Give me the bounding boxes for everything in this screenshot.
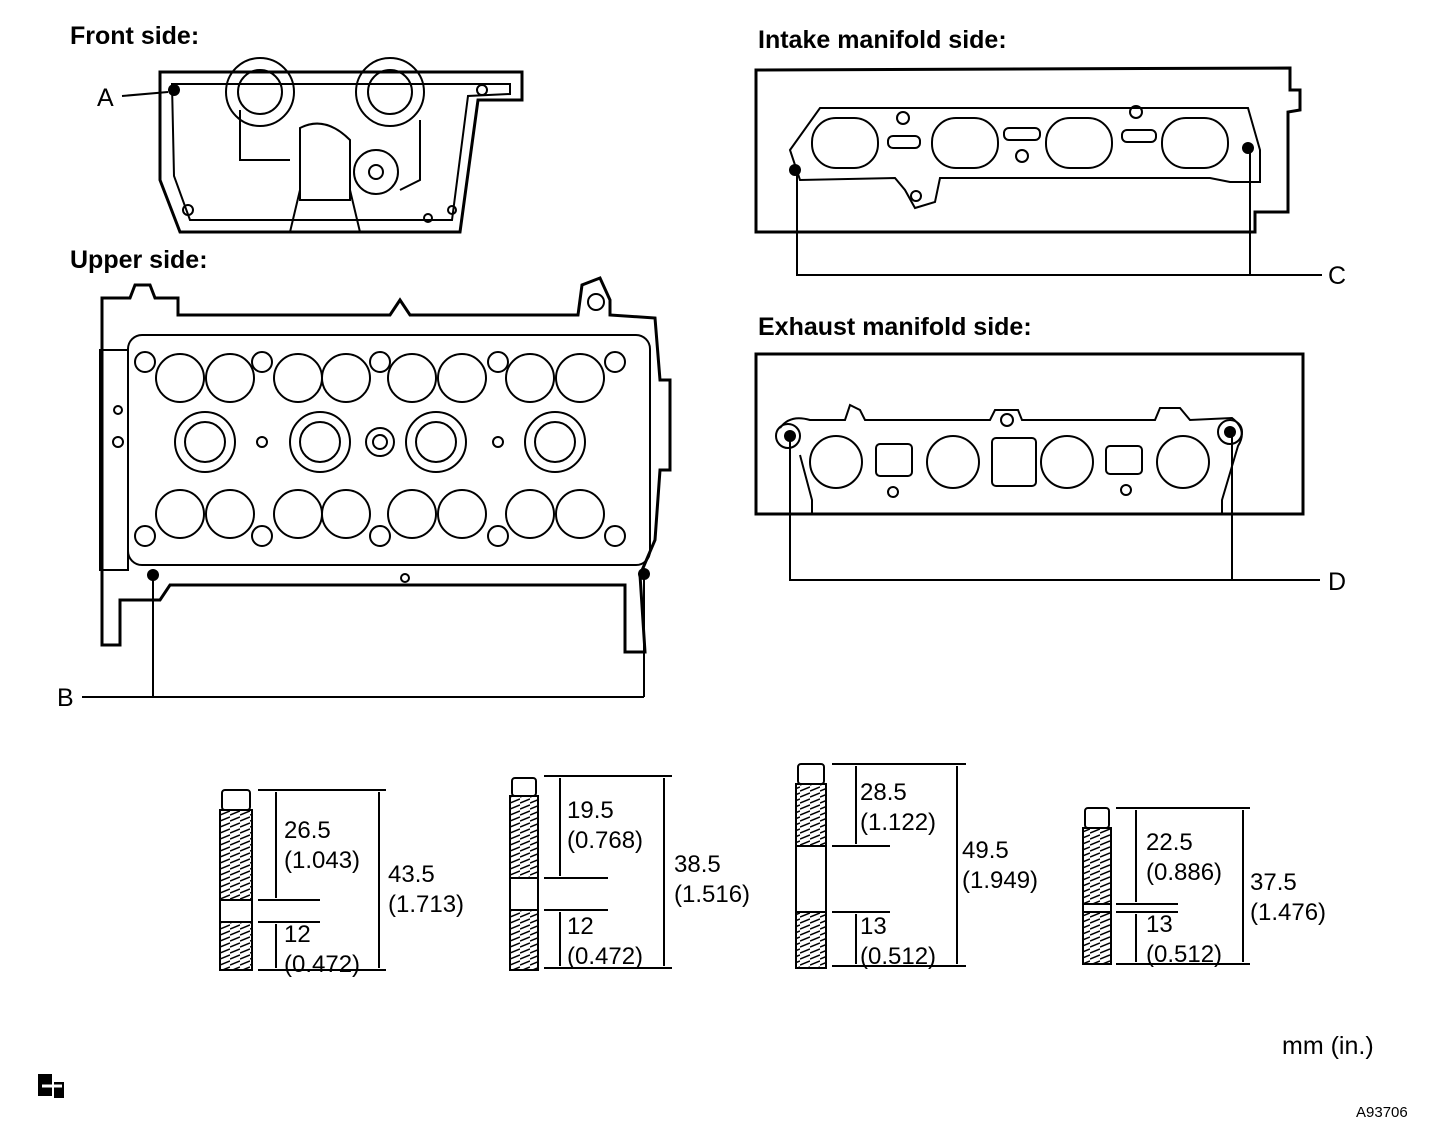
front-side-view: [121, 57, 524, 234]
stud-bolt-4: [1082, 807, 1250, 965]
front-side-heading: Front side:: [70, 22, 200, 50]
figure-code: A93706: [1356, 1104, 1408, 1121]
stud-bolt-1: [219, 789, 386, 971]
stud2-upper-dim: 19.5(0.768): [567, 797, 644, 854]
stud-bolt-2: [509, 775, 672, 971]
stud2-total-dim: 38.5(1.516): [674, 851, 751, 908]
stud1-lower-dim: 12(0.472): [284, 921, 361, 978]
callout-b: B: [57, 684, 74, 712]
callout-a: A: [97, 84, 114, 112]
stud4-lower-dim: 13(0.512): [1146, 911, 1223, 968]
units-label: mm (in.): [1282, 1032, 1374, 1060]
stud-bolt-3: [795, 763, 966, 969]
upper-side-view: [82, 276, 672, 698]
callout-d: D: [1328, 568, 1347, 596]
stud3-total-dim: 49.5(1.949): [962, 837, 1039, 894]
stud2-lower-dim: 12(0.472): [567, 913, 644, 970]
upper-side-heading: Upper side:: [70, 246, 208, 274]
stud3-lower-dim: 13(0.512): [860, 913, 937, 970]
intake-manifold-view: [754, 66, 1322, 276]
stud1-upper-dim: 26.5(1.043): [284, 817, 361, 874]
manual-logo-icon: [38, 1074, 64, 1098]
callout-c: C: [1328, 262, 1347, 290]
exhaust-manifold-view: [754, 352, 1320, 581]
exhaust-side-heading: Exhaust manifold side:: [758, 313, 1032, 341]
stud1-total-dim: 43.5(1.713): [388, 861, 465, 918]
intake-side-heading: Intake manifold side:: [758, 26, 1007, 54]
stud4-upper-dim: 22.5(0.886): [1146, 829, 1223, 886]
stud4-total-dim: 37.5(1.476): [1250, 869, 1327, 926]
stud3-upper-dim: 28.5(1.122): [860, 779, 937, 836]
